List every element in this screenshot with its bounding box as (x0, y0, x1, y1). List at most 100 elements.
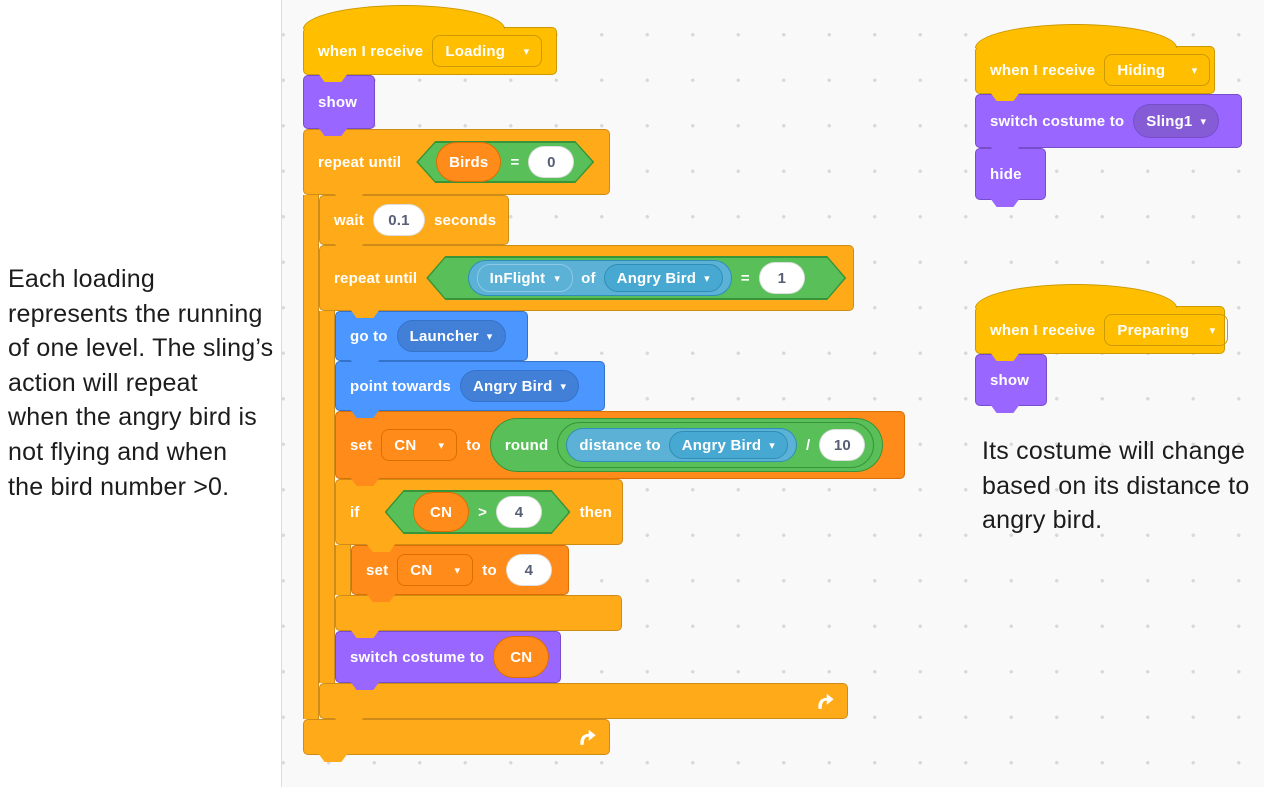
dropdown-value: Loading (445, 42, 506, 60)
sprite-dropdown[interactable]: Angry Bird ▾ (668, 431, 788, 459)
note-line: when the angry bird is (8, 403, 257, 432)
number-value: 0.1 (388, 211, 410, 229)
block-label: point towards (350, 377, 451, 395)
chevron-down-icon: ▾ (438, 438, 445, 452)
block-label: set (350, 436, 373, 454)
variable-name: CN (430, 503, 453, 521)
operator-label: > (478, 503, 488, 521)
number-input[interactable]: 4 (496, 496, 543, 528)
block-label: then (579, 503, 613, 521)
sprite-dropdown[interactable]: Angry Bird ▾ (603, 264, 723, 292)
wait-seconds-input[interactable]: 0.1 (372, 204, 425, 236)
block-label: when I receive (990, 321, 1096, 339)
distance-to-reporter[interactable]: distance to Angry Bird ▾ (566, 428, 797, 462)
variable-dropdown[interactable]: CN ▾ (397, 554, 474, 586)
note-line: angry bird. (982, 506, 1103, 535)
if-header[interactable]: if CN > (335, 479, 623, 545)
block-label: when I receive (990, 61, 1096, 79)
block-label: hide (990, 165, 1022, 183)
block-label: wait (334, 211, 364, 229)
variable-cn-reporter[interactable]: CN (413, 492, 470, 532)
repeat-until-header[interactable]: repeat until InFlight ▾ of (319, 245, 854, 311)
dropdown-value: Angry Bird (472, 377, 553, 395)
set-cn-to-round-block[interactable]: set CN ▾ to round (335, 411, 905, 479)
block-label: round (504, 436, 549, 454)
broadcast-dropdown[interactable]: Preparing ▾ (1104, 314, 1229, 346)
dropdown-value: Preparing (1117, 321, 1190, 339)
script-hiding: when I receive Hiding ▾ switch costume t… (975, 24, 1242, 200)
chevron-down-icon: ▾ (454, 563, 461, 577)
script-loading: when I receive Loading ▾ show repeat unt… (303, 5, 905, 755)
script-preparing: when I receive Preparing ▾ show (975, 284, 1229, 406)
wait-block[interactable]: wait 0.1 seconds (319, 195, 509, 245)
block-label: seconds (433, 211, 497, 229)
variable-cn-reporter[interactable]: CN (493, 636, 550, 678)
chevron-down-icon: ▾ (523, 44, 530, 58)
number-value: 4 (524, 561, 534, 579)
if-cn-greater-block[interactable]: if CN > (335, 479, 623, 631)
show-block[interactable]: show (303, 75, 375, 129)
hide-block[interactable]: hide (975, 148, 1046, 200)
go-to-target-dropdown[interactable]: Launcher ▾ (396, 320, 506, 352)
number-input[interactable]: 10 (819, 429, 866, 461)
dropdown-value: Angry Bird (681, 436, 762, 454)
number-input[interactable]: 0 (528, 146, 575, 178)
switch-costume-to-sling1-block[interactable]: switch costume to Sling1 ▾ (975, 94, 1242, 148)
show-block[interactable]: show (975, 354, 1047, 406)
number-value: 0 (547, 153, 556, 171)
block-label: repeat until (318, 153, 402, 171)
variable-dropdown[interactable]: CN ▾ (381, 429, 458, 461)
repeat-until-birds-block[interactable]: repeat until Birds = 0 wait (303, 129, 905, 755)
equals-boolean[interactable]: Birds = 0 (416, 141, 594, 183)
number-input[interactable]: 4 (505, 554, 552, 586)
broadcast-dropdown[interactable]: Hiding ▾ (1104, 54, 1211, 86)
chevron-down-icon: ▾ (1209, 323, 1216, 337)
greater-than-boolean[interactable]: CN > 4 (385, 490, 571, 534)
costume-dropdown[interactable]: Sling1 ▾ (1133, 104, 1220, 138)
property-of-sprite-reporter[interactable]: InFlight ▾ of Angry Bird ▾ (467, 260, 732, 296)
equals-boolean[interactable]: InFlight ▾ of Angry Bird ▾ = (426, 256, 846, 300)
repeat-until-inflight-block[interactable]: repeat until InFlight ▾ of (319, 245, 905, 719)
dropdown-value: Hiding (1117, 61, 1166, 79)
number-value: 10 (833, 436, 851, 454)
dropdown-value: Sling1 (1146, 112, 1193, 130)
repeat-until-header[interactable]: repeat until Birds = 0 (303, 129, 610, 195)
point-towards-block[interactable]: point towards Angry Bird ▾ (335, 361, 605, 411)
note-line: of one level. The sling’s (8, 334, 274, 363)
chevron-down-icon: ▾ (554, 271, 561, 285)
block-label: of (581, 269, 596, 287)
block-label: distance to (579, 436, 661, 454)
variable-birds-reporter[interactable]: Birds (436, 142, 502, 182)
c-block-spine (335, 545, 351, 595)
right-annotation: Its costume will change based on its dis… (982, 434, 1264, 538)
number-input[interactable]: 1 (758, 262, 805, 294)
when-i-receive-hiding-hat-block[interactable]: when I receive Hiding ▾ (975, 24, 1215, 94)
variable-name: Birds (449, 153, 489, 171)
property-dropdown[interactable]: InFlight ▾ (476, 264, 574, 292)
c-block-spine (319, 311, 335, 683)
chevron-down-icon: ▾ (704, 271, 710, 285)
broadcast-dropdown[interactable]: Loading ▾ (432, 35, 543, 67)
block-label: show (990, 371, 1030, 389)
when-i-receive-preparing-hat-block[interactable]: when I receive Preparing ▾ (975, 284, 1229, 354)
go-to-block[interactable]: go to Launcher ▾ (335, 311, 528, 361)
c-block-spine (303, 195, 319, 719)
when-i-receive-loading-hat-block[interactable]: when I receive Loading ▾ (303, 5, 557, 75)
repeat-block-foot[interactable] (303, 719, 610, 755)
point-target-dropdown[interactable]: Angry Bird ▾ (459, 370, 580, 402)
repeat-block-foot[interactable] (319, 683, 848, 719)
loop-arrow-icon (580, 729, 596, 745)
block-label: when I receive (318, 42, 424, 60)
chevron-down-icon: ▾ (769, 438, 775, 452)
chevron-down-icon: ▾ (560, 379, 567, 393)
round-reporter[interactable]: round distance to Angry Bird ▾ (489, 418, 884, 472)
left-annotation: Each loading represents the running of o… (8, 262, 296, 504)
block-label: to (466, 436, 481, 454)
block-label: go to (350, 327, 388, 345)
operator-label: / (805, 436, 811, 454)
divide-reporter[interactable]: distance to Angry Bird ▾ / (557, 422, 875, 468)
block-label: if (350, 503, 360, 521)
variable-name: CN (510, 648, 533, 666)
set-cn-to-4-block[interactable]: set CN ▾ to 4 (351, 545, 569, 595)
switch-costume-to-cn-block[interactable]: switch costume to CN (335, 631, 561, 683)
